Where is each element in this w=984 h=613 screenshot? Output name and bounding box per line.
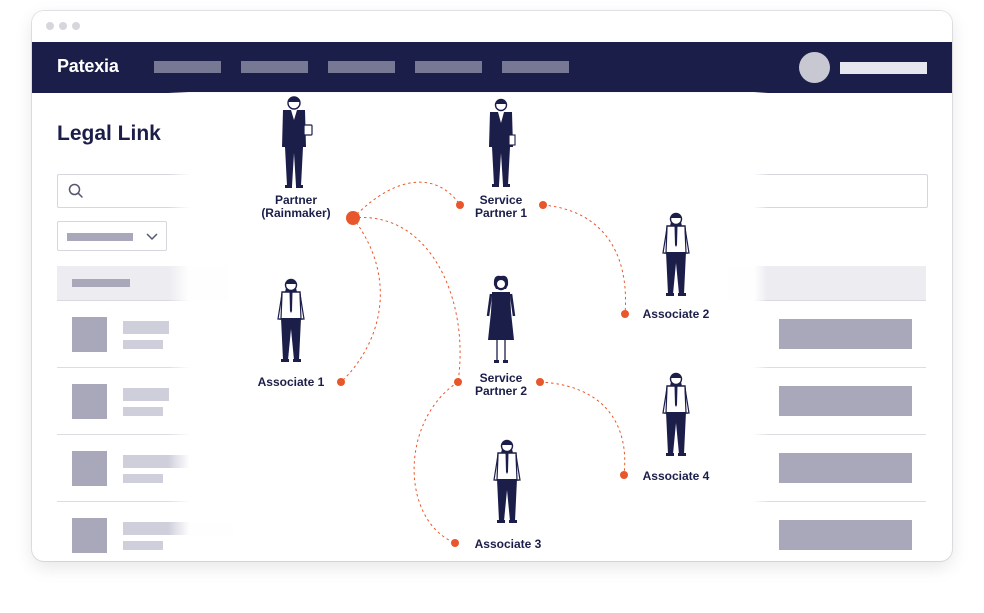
node-label-a1: Associate 1 xyxy=(258,375,325,389)
node-label-a2: Associate 2 xyxy=(643,307,710,321)
diagram-panel xyxy=(228,92,728,561)
link-endpoint-dot xyxy=(539,201,547,209)
page-title: Legal Link xyxy=(57,122,161,145)
row-action-placeholder[interactable] xyxy=(779,453,912,483)
node-dot-a3[interactable] xyxy=(451,539,459,547)
window-chrome xyxy=(32,11,952,42)
link-sp2-a3 xyxy=(413,381,459,544)
node-label-line: (Rainmaker) xyxy=(261,206,330,220)
node-label-a3: Associate 3 xyxy=(475,537,542,551)
diagram-fade-left xyxy=(168,92,228,561)
node-dot-a2[interactable] xyxy=(621,310,629,318)
row-subtitle-placeholder xyxy=(123,340,163,349)
node-dot-partner[interactable] xyxy=(346,211,360,225)
column-header-placeholder[interactable] xyxy=(72,279,130,287)
diagram-fade-right xyxy=(728,92,768,561)
link-sp2-a4 xyxy=(539,381,626,476)
dropdown-value-placeholder xyxy=(67,233,133,241)
connection-lines xyxy=(340,181,627,544)
filter-dropdown[interactable] xyxy=(57,221,167,251)
network-nodes xyxy=(337,201,629,547)
node-label-line: Associate 4 xyxy=(643,469,710,483)
row-action-placeholder[interactable] xyxy=(779,319,912,349)
node-label-line: Associate 2 xyxy=(643,307,710,321)
node-dot-sp1[interactable] xyxy=(456,201,464,209)
row-title-placeholder xyxy=(123,388,169,401)
window-dot[interactable] xyxy=(46,22,54,30)
row-action-placeholder[interactable] xyxy=(779,386,912,416)
row-action-placeholder[interactable] xyxy=(779,520,912,550)
node-label-line: Associate 1 xyxy=(258,375,325,389)
chevron-down-icon xyxy=(146,233,158,241)
link-sp1-a2 xyxy=(542,204,627,315)
node-label-line: Partner 1 xyxy=(475,206,527,220)
top-navigation-bar: Patexia xyxy=(32,42,952,93)
node-label-line: Service xyxy=(480,193,523,207)
row-thumbnail xyxy=(72,317,107,352)
row-thumbnail xyxy=(72,384,107,419)
nav-item-placeholder[interactable] xyxy=(328,61,395,73)
nav-item-placeholder[interactable] xyxy=(154,61,221,73)
link-endpoint-dot xyxy=(536,378,544,386)
node-label-a4: Associate 4 xyxy=(643,469,710,483)
app-logo[interactable]: Patexia xyxy=(57,56,119,76)
window-dot[interactable] xyxy=(59,22,67,30)
row-title-placeholder xyxy=(123,321,169,334)
node-dot-a1[interactable] xyxy=(337,378,345,386)
node-label-line: Associate 3 xyxy=(475,537,542,551)
node-dot-sp2[interactable] xyxy=(454,378,462,386)
node-label-line: Partner xyxy=(275,193,317,207)
row-thumbnail xyxy=(72,518,107,553)
nav-item-placeholder[interactable] xyxy=(241,61,308,73)
row-subtitle-placeholder xyxy=(123,407,163,416)
nav-item-placeholder[interactable] xyxy=(502,61,569,73)
row-subtitle-placeholder xyxy=(123,541,163,550)
row-subtitle-placeholder xyxy=(123,474,163,483)
node-label-line: Service xyxy=(480,371,523,385)
node-label-line: Partner 2 xyxy=(475,384,527,398)
window-dot[interactable] xyxy=(72,22,80,30)
nav-item-placeholder[interactable] xyxy=(415,61,482,73)
node-dot-a4[interactable] xyxy=(620,471,628,479)
link-partner-sp2 xyxy=(352,217,461,383)
node-label-partner: Partner(Rainmaker) xyxy=(261,193,330,220)
search-icon xyxy=(68,183,83,198)
user-name-placeholder[interactable] xyxy=(840,62,927,74)
link-partner-a1 xyxy=(340,217,381,383)
avatar[interactable] xyxy=(799,52,830,83)
row-thumbnail xyxy=(72,451,107,486)
